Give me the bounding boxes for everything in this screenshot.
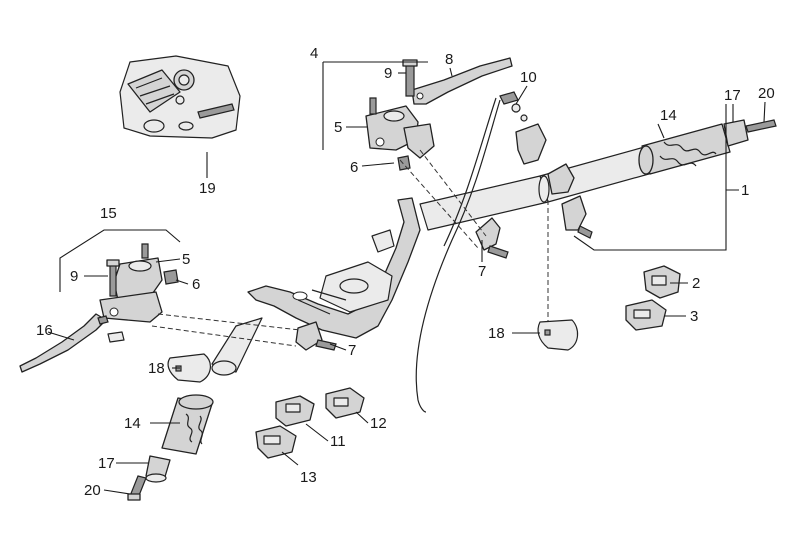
handlebar-bracket — [247, 197, 421, 339]
callout-18-left: 18 — [148, 360, 165, 377]
cable-adjuster — [499, 91, 528, 122]
left-brake-lever — [19, 313, 109, 373]
callout-11: 11 — [330, 433, 346, 450]
callout-17-left: 17 — [98, 455, 115, 472]
reservoir-kit — [119, 55, 241, 139]
callout-17-right: 17 — [724, 87, 741, 104]
switch-11 — [275, 395, 315, 427]
callout-5-left: 5 — [182, 251, 190, 268]
callout-16: 16 — [36, 322, 53, 339]
callout-8: 8 — [445, 51, 453, 68]
right-master-cylinder — [365, 97, 435, 171]
left-grip — [161, 394, 214, 455]
callout-6-left: 6 — [192, 276, 200, 293]
switch-13 — [255, 425, 297, 459]
right-washer — [537, 319, 579, 351]
callout-6-top: 6 — [350, 159, 358, 176]
callout-15: 15 — [100, 205, 117, 222]
callout-14-left: 14 — [124, 415, 141, 432]
callout-9-top: 9 — [384, 65, 392, 82]
right-grip — [638, 123, 731, 175]
alignment-lines — [151, 149, 549, 347]
callout-13: 13 — [300, 469, 317, 486]
left-bar-end — [145, 455, 171, 483]
lever-pivot-bolt-top — [402, 59, 418, 97]
callout-12: 12 — [370, 415, 387, 432]
switch-2 — [643, 265, 681, 299]
handlebar-tube — [211, 145, 657, 376]
right-switch-housing — [515, 123, 593, 239]
callout-10: 10 — [520, 69, 537, 86]
callout-19: 19 — [199, 180, 216, 197]
callout-14-right: 14 — [660, 107, 677, 124]
callout-20-right: 20 — [758, 85, 775, 102]
left-clamp — [295, 321, 337, 351]
callout-7-left: 7 — [348, 342, 356, 359]
left-bar-end-screw — [127, 475, 147, 501]
callout-4: 4 — [310, 45, 318, 62]
callout-3: 3 — [690, 308, 698, 325]
lever-pivot-bolt-left — [106, 259, 125, 343]
callout-18-right: 18 — [488, 325, 505, 342]
callout-9-left: 9 — [70, 268, 78, 285]
leader-lines — [47, 61, 766, 495]
switch-3 — [625, 299, 667, 331]
left-master-cylinder — [99, 243, 179, 323]
right-clamp — [475, 217, 509, 259]
brake-cable — [415, 99, 501, 413]
callout-7-right: 7 — [478, 263, 486, 280]
callout-2: 2 — [692, 275, 700, 292]
callout-1: 1 — [741, 182, 749, 199]
right-bar-end — [723, 119, 777, 147]
switch-12 — [325, 387, 365, 419]
callout-numbers: 1 2 3 4 5 5 6 6 7 7 8 9 9 10 11 12 13 14… — [36, 45, 775, 499]
callout-20-left: 20 — [84, 482, 101, 499]
callout-5-top: 5 — [334, 119, 342, 136]
right-brake-lever — [411, 57, 513, 105]
